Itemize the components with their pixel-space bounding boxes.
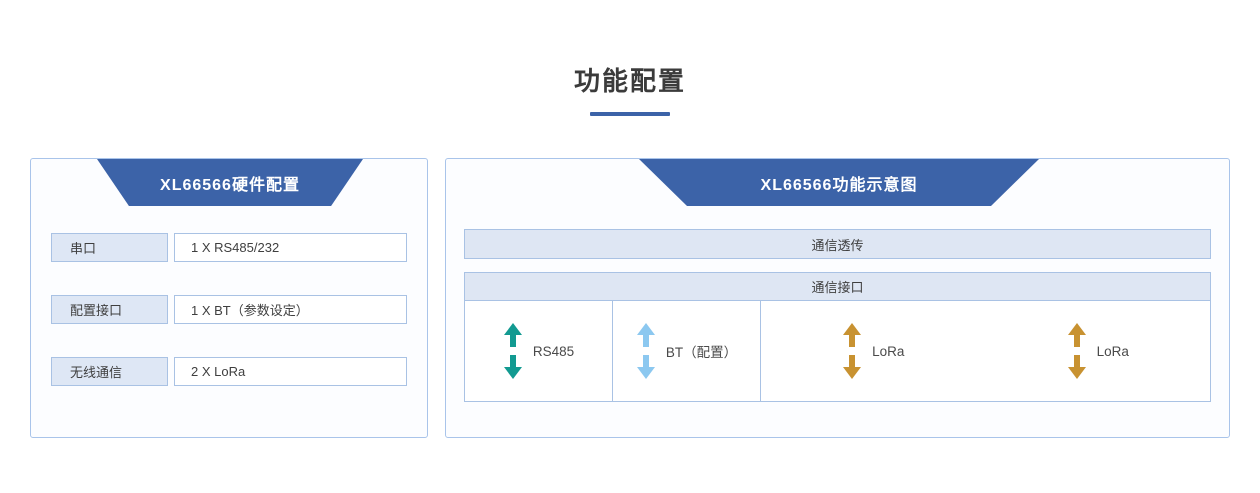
interface-cell-row: RS485 BT（配置） xyxy=(465,301,1210,401)
hardware-spec-table: 串口 1 X RS485/232 配置接口 1 X BT（参数设定） 无线通信 … xyxy=(51,233,407,386)
page-header: 功能配置 xyxy=(0,64,1260,116)
interface-cell-rs485: RS485 xyxy=(465,301,613,401)
transparent-transmission-band: 通信透传 xyxy=(464,229,1211,259)
double-arrow-icon xyxy=(1067,323,1086,379)
spec-value-serial: 1 X RS485/232 xyxy=(174,233,407,262)
communication-interface-header: 通信接口 xyxy=(465,273,1210,301)
port-rs485: RS485 xyxy=(503,323,574,379)
spec-value-config-port: 1 X BT（参数设定） xyxy=(174,295,407,324)
spec-label-serial: 串口 xyxy=(51,233,168,262)
interface-cell-bt: BT（配置） xyxy=(613,301,761,401)
double-arrow-icon xyxy=(636,323,655,379)
band-spacer xyxy=(464,259,1211,272)
hardware-config-banner-title: XL66566硬件配置 xyxy=(160,176,300,194)
table-row: 串口 1 X RS485/232 xyxy=(51,233,407,262)
page-title: 功能配置 xyxy=(573,66,686,96)
port-bt: BT（配置） xyxy=(636,323,737,379)
double-arrow-icon xyxy=(503,323,522,379)
communication-interface-block: 通信接口 RS485 xyxy=(464,272,1211,402)
table-row: 配置接口 1 X BT（参数设定） xyxy=(51,295,407,324)
function-diagram-panel: XL66566功能示意图 通信透传 通信接口 RS485 xyxy=(445,158,1230,438)
function-diagram-banner: XL66566功能示意图 xyxy=(639,159,1039,206)
function-diagram-banner-title: XL66566功能示意图 xyxy=(760,176,918,194)
hardware-config-panel: XL66566硬件配置 串口 1 X RS485/232 配置接口 1 X BT… xyxy=(30,158,428,438)
function-diagram: 通信透传 通信接口 RS485 xyxy=(464,229,1211,402)
double-arrow-icon xyxy=(843,323,862,379)
port-label-lora-2: LoRa xyxy=(1096,343,1129,359)
spec-label-config-port: 配置接口 xyxy=(51,295,168,324)
table-row: 无线通信 2 X LoRa xyxy=(51,357,407,386)
title-underline xyxy=(590,112,670,116)
hardware-config-banner: XL66566硬件配置 xyxy=(97,159,363,206)
port-label-lora-1: LoRa xyxy=(872,343,905,359)
spec-value-wireless: 2 X LoRa xyxy=(174,357,407,386)
spec-label-wireless: 无线通信 xyxy=(51,357,168,386)
port-lora-2: LoRa xyxy=(1067,323,1129,379)
interface-cell-lora-group: LoRa LoRa xyxy=(761,301,1210,401)
port-lora-1: LoRa xyxy=(842,323,904,379)
port-label-bt: BT（配置） xyxy=(665,345,738,360)
port-label-rs485: RS485 xyxy=(532,343,575,359)
